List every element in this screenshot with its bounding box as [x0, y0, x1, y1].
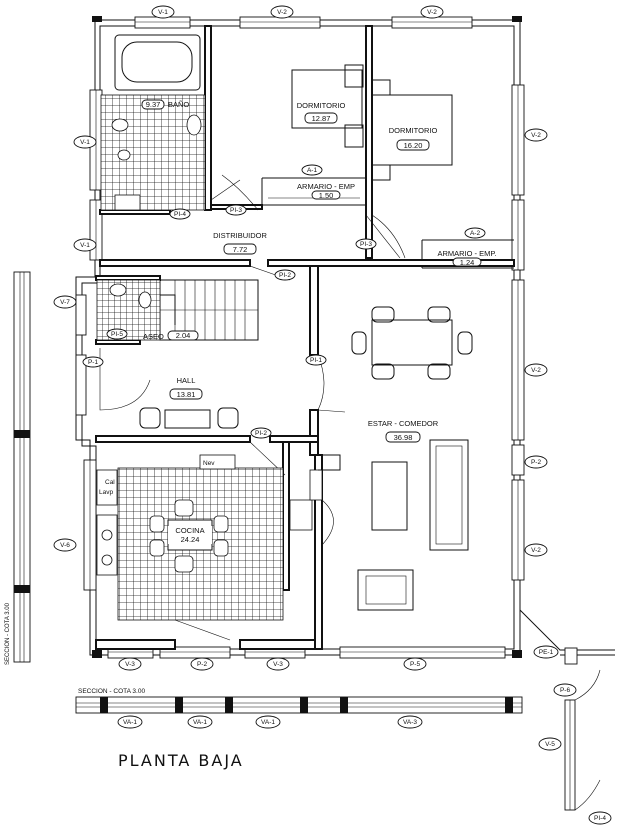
distribuidor-area: 7.72 — [233, 245, 248, 254]
tag-v1-left-b: V-1 — [80, 242, 90, 249]
aseo-name: ASEO — [143, 332, 164, 341]
armario-1-name: ARMARIO - EMP — [297, 182, 355, 191]
tag-v1-top: V-1 — [158, 9, 168, 16]
bedroom-furniture — [291, 64, 453, 181]
drawing-title: PLANTA BAJA — [118, 751, 244, 770]
tag-va1-b: VA-1 — [193, 719, 207, 726]
dormitorio-1-area: 12.87 — [312, 114, 331, 123]
tag-pi3-b: PI-3 — [360, 241, 372, 248]
estar-area: 36.98 — [394, 433, 413, 442]
dormitorio-1-name: DORMITORIO — [297, 101, 346, 110]
living-furniture — [318, 306, 473, 611]
tag-v2-top-b: V-2 — [427, 9, 437, 16]
armario-2-area: 1.24 — [460, 258, 475, 267]
tag-v7: V-7 — [60, 299, 70, 306]
tag-v2-right-c: V-2 — [531, 547, 541, 554]
tag-p1: P-1 — [88, 359, 99, 366]
section-label-vertical: SECCION - COTA 3.00 — [5, 602, 11, 665]
tag-v5: V-5 — [545, 741, 555, 748]
armario-1-area: 1.50 — [319, 191, 334, 200]
aseo-area: 2.04 — [176, 331, 191, 340]
bathtub — [114, 34, 201, 91]
tag-p2-right: P-2 — [531, 459, 542, 466]
tag-pi2-cocina: PI-2 — [255, 430, 267, 437]
tag-v3-bottom-b: V-3 — [273, 661, 283, 668]
tag-a2: A-2 — [470, 230, 481, 237]
armchair — [357, 569, 414, 611]
element-tags: V-1 V-2 V-2 V-1 V-1 V-7 V-6 V-2 V-2 P-2 … — [53, 5, 612, 825]
tag-v6: V-6 — [60, 542, 70, 549]
dining-table — [371, 319, 453, 366]
bano-name: BAÑO — [168, 100, 189, 109]
tag-va3: VA-3 — [403, 719, 417, 726]
room-labels: BAÑO 9.37 DORMITORIO 12.87 DORMITORIO 16… — [99, 99, 497, 544]
tag-pi4-bano: PI-4 — [174, 211, 186, 218]
section-label: SECCION - COTA 3.00 — [78, 688, 145, 695]
tag-p6: P-6 — [560, 687, 571, 694]
porch — [13, 271, 615, 811]
kitchen — [96, 454, 323, 621]
hall-name: HALL — [177, 376, 196, 385]
bathroom — [100, 34, 206, 211]
tag-pi5: PI-5 — [111, 331, 123, 338]
cocina-name: COCINA — [175, 526, 204, 535]
bed-1 — [291, 69, 363, 129]
tag-pi1: PI-1 — [310, 357, 322, 364]
distribuidor-name: DISTRIBUIDOR — [213, 231, 267, 240]
cocina-area: 24.24 — [181, 535, 200, 544]
tag-pe1: PE-1 — [539, 649, 554, 656]
tag-pi3-a: PI-3 — [230, 207, 242, 214]
tag-va1-c: VA-1 — [261, 719, 275, 726]
tag-pi2-dist: PI-2 — [279, 272, 291, 279]
tag-v1-left-a: V-1 — [80, 139, 90, 146]
hall-area: 13.81 — [177, 390, 196, 399]
sink — [111, 118, 129, 132]
tag-v2-top-a: V-2 — [277, 9, 287, 16]
tag-p5-bottom: P-5 — [410, 661, 421, 668]
nev-label: Nev — [203, 460, 215, 467]
lavp-label: Lavp — [99, 489, 113, 496]
estar-name: ESTAR - COMEDOR — [368, 419, 439, 428]
exterior-walls — [75, 16, 525, 659]
bano-area: 9.37 — [146, 100, 161, 109]
tag-v2-right-a: V-2 — [531, 132, 541, 139]
sofa-right — [429, 439, 469, 551]
armario-2-name: ARMARIO - EMP. — [437, 249, 496, 258]
tag-pi4-corner: PI-4 — [594, 815, 606, 822]
tag-v3-bottom-a: V-3 — [125, 661, 135, 668]
tag-v2-right-b: V-2 — [531, 367, 541, 374]
bed-2 — [371, 94, 453, 166]
coffee-table — [371, 461, 408, 531]
aseo — [96, 279, 161, 341]
dormitorio-2-area: 16.20 — [404, 141, 423, 150]
tag-a1: A-1 — [307, 167, 318, 174]
dormitorio-2-name: DORMITORIO — [389, 126, 438, 135]
cal-label: Cal — [105, 479, 115, 486]
tag-va1-a: VA-1 — [123, 719, 137, 726]
tag-p2-bottom: P-2 — [197, 661, 208, 668]
hall-furniture — [139, 407, 239, 429]
toilet — [186, 114, 202, 136]
stairs — [160, 280, 258, 340]
